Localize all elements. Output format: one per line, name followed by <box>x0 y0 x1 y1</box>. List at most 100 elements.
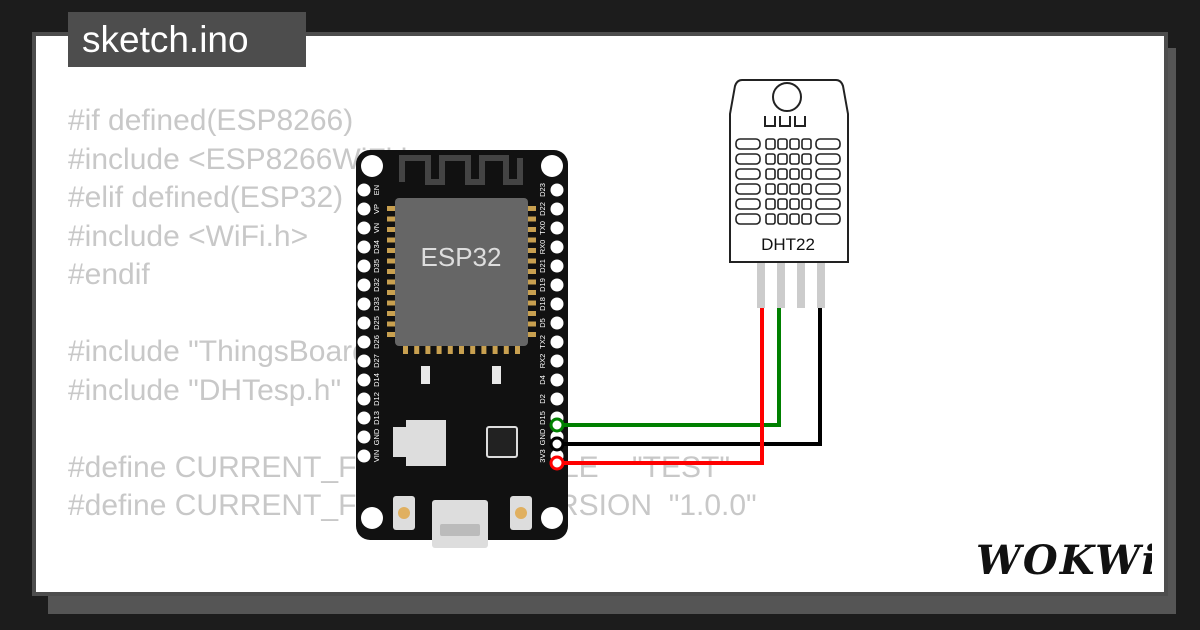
vent-hole <box>765 153 776 165</box>
pin-vn[interactable] <box>357 221 371 235</box>
left-pin-header: ENVPVND34D35D32D33D25D26D27D14D12D13GNDV… <box>357 183 381 463</box>
chip-pin <box>528 237 536 243</box>
esp32-board[interactable]: ESP32 ENVPVND34D35D32D33D25D26D27D14D12D… <box>356 150 568 548</box>
pin-d21[interactable] <box>550 259 564 273</box>
chip-pin <box>515 346 520 354</box>
wire-vcc <box>557 308 764 465</box>
pin-en[interactable] <box>357 183 371 197</box>
chip-pin <box>387 206 395 211</box>
sensor-label: DHT22 <box>761 235 815 254</box>
pin-rx2[interactable] <box>550 354 564 368</box>
pin-label: EN <box>372 185 381 195</box>
chip-pin <box>528 279 536 285</box>
vent-hole <box>801 153 812 165</box>
pin-label: VN <box>372 223 381 233</box>
chip-pin <box>387 311 395 316</box>
pin-label: 3V3 <box>538 449 547 462</box>
pin-d5[interactable] <box>550 316 564 330</box>
chip-pin <box>387 300 395 306</box>
chip-pin <box>403 346 408 354</box>
chip-pin <box>387 216 395 222</box>
vent-hole <box>777 168 788 180</box>
dht22-sensor[interactable]: DHT22 <box>729 79 849 308</box>
chip-pin <box>503 346 509 354</box>
pin-d34[interactable] <box>357 240 371 254</box>
chip-pin <box>387 321 395 327</box>
pin-label: D22 <box>538 202 547 216</box>
chip-pin <box>528 269 536 274</box>
vent-hole <box>777 153 788 165</box>
vent-slot <box>815 198 841 210</box>
vent-hole <box>777 198 788 210</box>
pin-rx0[interactable] <box>550 240 564 254</box>
chip-pin <box>387 227 395 232</box>
code-line: #endif <box>68 258 150 291</box>
pin-d4[interactable] <box>550 373 564 387</box>
pin-d27[interactable] <box>357 354 371 368</box>
pin-d13[interactable] <box>357 411 371 425</box>
pin-d23[interactable] <box>550 183 564 197</box>
pin-label: GND <box>372 428 381 445</box>
vent-hole <box>789 198 800 210</box>
pin-d22[interactable] <box>550 202 564 216</box>
pin-label: D5 <box>538 318 547 328</box>
chip-pin <box>528 216 536 222</box>
mount-hole <box>541 507 563 529</box>
pin-d14[interactable] <box>357 373 371 387</box>
chip-pin <box>528 206 536 211</box>
wire-end <box>549 455 565 471</box>
pin-d19[interactable] <box>550 278 564 292</box>
pin-d33[interactable] <box>357 297 371 311</box>
pin-gnd[interactable] <box>357 430 371 444</box>
pin-tx0[interactable] <box>550 221 564 235</box>
pin-label: VIN <box>372 450 381 463</box>
pin-d26[interactable] <box>357 335 371 349</box>
pin-label: D13 <box>372 411 381 425</box>
vent-slot <box>815 213 841 225</box>
sensor-leg <box>797 260 805 308</box>
chip-pins <box>387 206 536 354</box>
vent-slot <box>815 183 841 195</box>
sensor-mount-hole <box>772 82 802 112</box>
pin-d12[interactable] <box>357 392 371 406</box>
esp32-chip <box>395 198 528 346</box>
chip-pin <box>528 290 536 295</box>
chip-pin <box>528 332 536 337</box>
chip-pin <box>387 269 395 274</box>
vent-hole <box>801 168 812 180</box>
vent-hole <box>789 138 800 150</box>
pin-label: D32 <box>372 278 381 292</box>
pin-tx2[interactable] <box>550 335 564 349</box>
pin-vp[interactable] <box>357 202 371 216</box>
pin-label: D19 <box>538 278 547 292</box>
vent-hole <box>801 213 812 225</box>
pin-label: D2 <box>538 394 547 404</box>
pin-d25[interactable] <box>357 316 371 330</box>
file-title-tab: sketch.ino <box>68 12 306 67</box>
pin-label: RX2 <box>538 354 547 369</box>
voltage-regulator <box>406 420 446 466</box>
pin-d32[interactable] <box>357 278 371 292</box>
preview-card <box>32 32 1168 596</box>
pin-d2[interactable] <box>550 392 564 406</box>
vent-hole <box>789 213 800 225</box>
chip-pin <box>387 332 395 337</box>
pin-label: D33 <box>372 297 381 311</box>
code-line: #if defined(ESP8266) <box>68 104 354 137</box>
pin-vin[interactable] <box>357 449 371 463</box>
chip-label: ESP32 <box>421 242 502 272</box>
vent-hole <box>789 183 800 195</box>
mount-hole <box>361 155 383 177</box>
chip-pin <box>387 258 395 264</box>
pin-label: D14 <box>372 373 381 387</box>
vent-hole <box>765 213 776 225</box>
vent-slot <box>735 213 761 225</box>
pin-d35[interactable] <box>357 259 371 273</box>
sensor-leg <box>757 260 765 308</box>
wires <box>557 308 822 465</box>
wokwi-logo: WOKWi <box>976 537 1152 584</box>
pin-label: D12 <box>372 392 381 406</box>
sensor-leg <box>817 260 825 308</box>
pin-d18[interactable] <box>550 297 564 311</box>
